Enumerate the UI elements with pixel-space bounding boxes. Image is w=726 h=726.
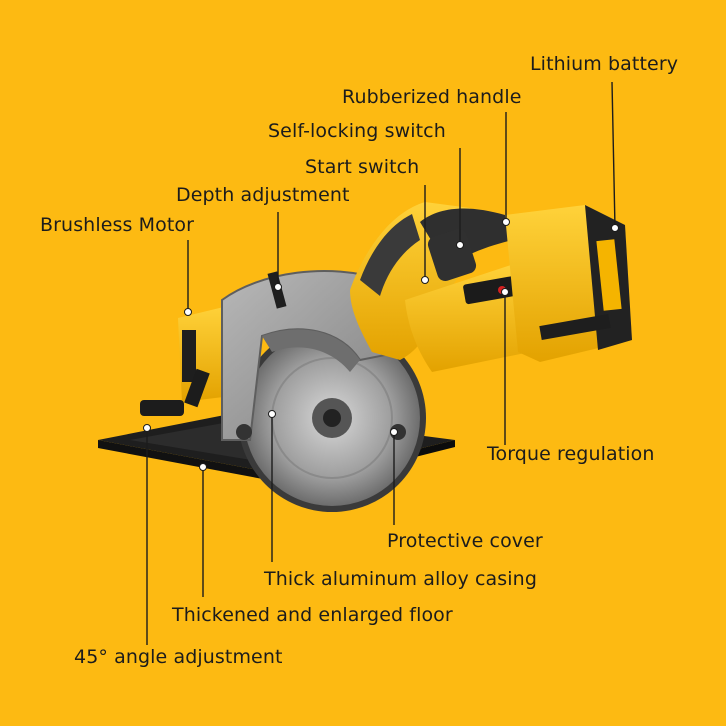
label-start-switch: Start switch	[305, 156, 420, 178]
label-angle-adjustment: 45° angle adjustment	[74, 646, 283, 668]
label-rubberized-handle: Rubberized handle	[342, 86, 522, 108]
label-enlarged-floor: Thickened and enlarged floor	[172, 604, 453, 626]
body-and-handle	[350, 202, 530, 372]
callout-dot	[611, 224, 619, 232]
callout-dot	[199, 463, 207, 471]
callout-dot	[268, 410, 276, 418]
label-aluminum-casing: Thick aluminum alloy casing	[264, 568, 537, 590]
callout-dot	[143, 424, 151, 432]
callout-dot	[421, 276, 429, 284]
callout-dot	[502, 218, 510, 226]
callout-dot	[274, 283, 282, 291]
callout-dots	[143, 218, 619, 471]
label-torque-regulation: Torque regulation	[487, 443, 655, 465]
adjustment-levers	[140, 271, 406, 440]
saw-blade	[238, 324, 426, 512]
callout-dot	[501, 288, 509, 296]
label-self-locking-switch: Self-locking switch	[268, 120, 446, 142]
label-brushless-motor: Brushless Motor	[40, 214, 195, 236]
callout-dot	[390, 428, 398, 436]
leader-lines	[146, 81, 616, 645]
label-protective-cover: Protective cover	[387, 530, 543, 552]
leader-lithium-battery	[611, 81, 616, 229]
callout-dot	[184, 308, 192, 316]
battery-pack	[505, 205, 632, 362]
callout-dot	[456, 241, 464, 249]
label-depth-adjustment: Depth adjustment	[176, 184, 350, 206]
label-lithium-battery: Lithium battery	[530, 53, 679, 75]
